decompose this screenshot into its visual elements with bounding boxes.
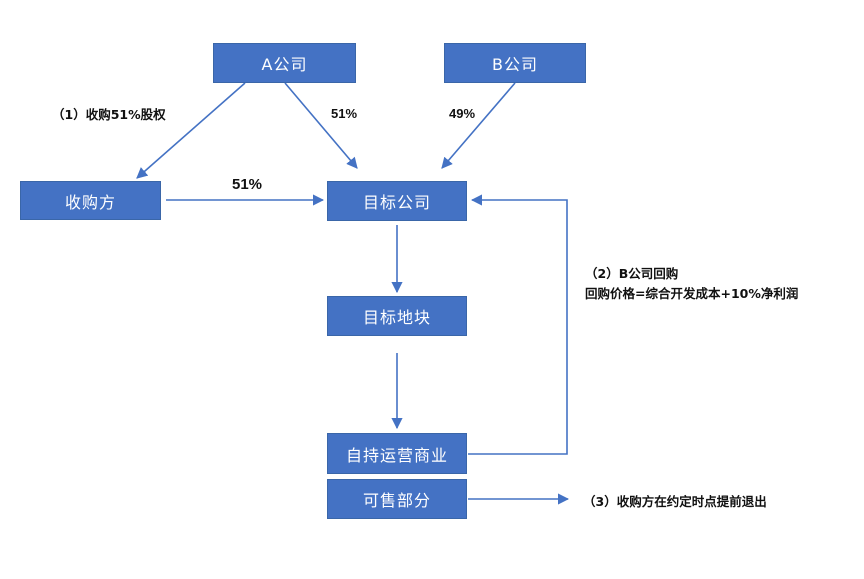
node-self-operated-commercial: 自持运营商业: [327, 433, 467, 474]
node-target-company: 目标公司: [327, 181, 467, 221]
node-target-land: 目标地块: [327, 296, 467, 336]
node-saleable-portion: 可售部分: [327, 479, 467, 519]
arrow-a-to-acquirer: [136, 82, 246, 179]
node-acquirer: 收购方: [20, 181, 161, 220]
label-acquire-51: （1）收购51%股权: [52, 107, 166, 122]
label-buyback-price: 回购价格=综合开发成本+10%净利润: [585, 286, 799, 301]
label-a-to-target-pct: 51%: [331, 106, 358, 121]
label-early-exit: （3）收购方在约定时点提前退出: [583, 494, 767, 509]
node-company-b: B公司: [444, 43, 586, 83]
arrow-b-to-target: [441, 82, 516, 169]
arrow-buyback-loop: [468, 194, 568, 455]
arrow-a-to-target: [284, 82, 358, 169]
label-buyback-title: （2）B公司回购: [585, 266, 679, 281]
label-b-to-target-pct: 49%: [449, 106, 476, 121]
node-company-a: A公司: [213, 43, 356, 83]
label-acquirer-to-target-pct: 51%: [232, 176, 263, 193]
